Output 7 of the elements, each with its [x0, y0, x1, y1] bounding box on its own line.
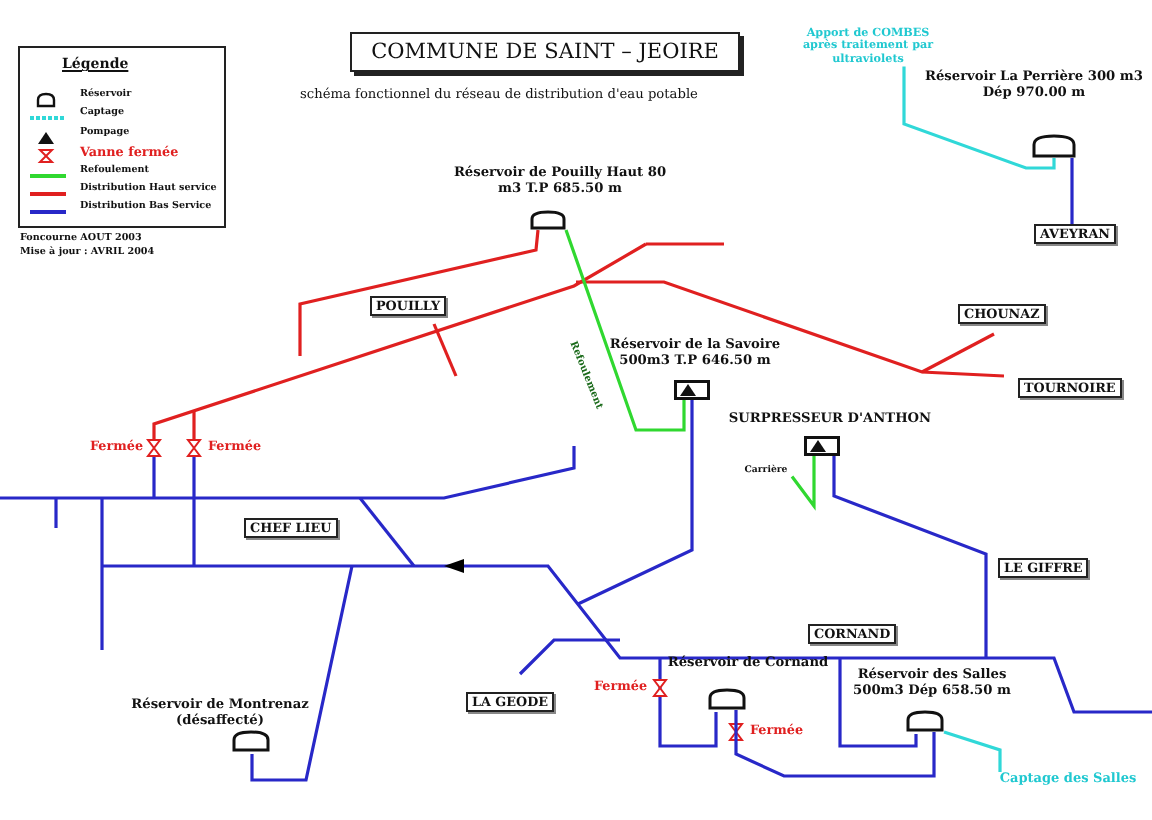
pipe-line — [790, 456, 816, 511]
title-box: COMMUNE DE SAINT – JEOIRE — [350, 32, 740, 72]
pipe-line — [1070, 158, 1074, 224]
pipe-line — [943, 730, 1002, 772]
pipe-line — [902, 66, 1056, 170]
pipe-line — [564, 229, 686, 432]
pipe-line — [734, 710, 936, 778]
